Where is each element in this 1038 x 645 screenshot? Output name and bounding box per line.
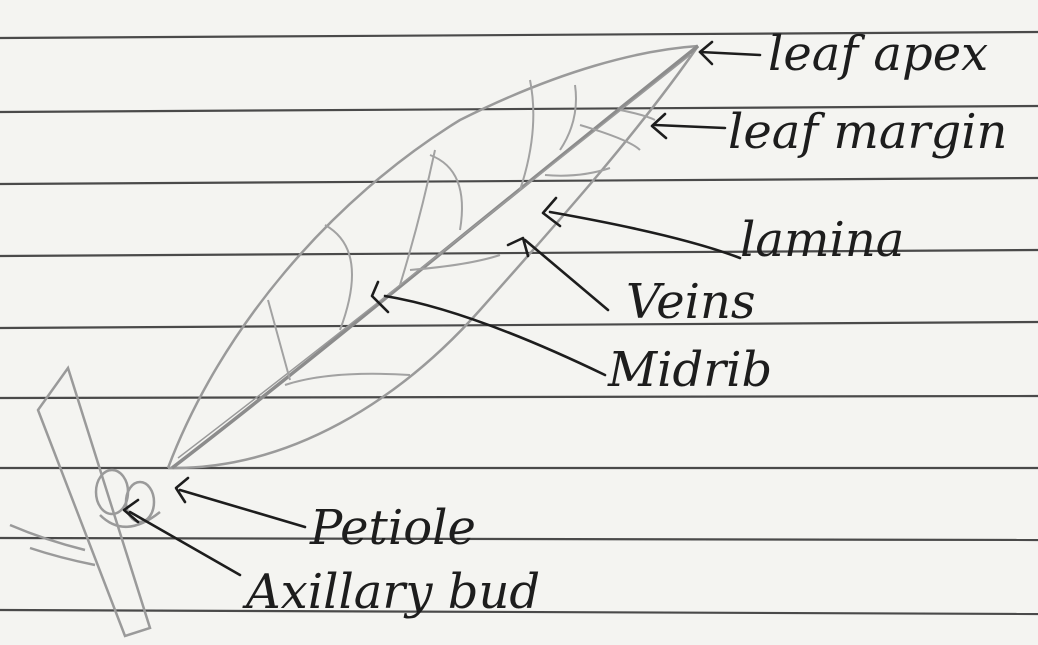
stem — [10, 368, 150, 636]
label-axillary-bud: Axillary bud — [242, 564, 540, 620]
leaf-margin-arrow — [652, 114, 725, 138]
axillary-bud-drawing — [96, 470, 160, 527]
label-leaf-apex: leaf apex — [768, 26, 988, 82]
leaf-apex-arrow — [700, 42, 760, 64]
midrib-arrow — [372, 282, 605, 375]
label-veins: Veins — [626, 274, 756, 330]
label-lamina: lamina — [740, 212, 904, 268]
lamina-arrow — [543, 198, 740, 258]
veins-arrow — [508, 238, 608, 310]
label-leaf-margin: leaf margin — [728, 104, 1007, 160]
label-petiole: Petiole — [309, 500, 476, 556]
petiole-arrow — [176, 478, 305, 527]
rule-line — [0, 178, 1038, 184]
label-midrib: Midrib — [607, 342, 772, 398]
rule-line — [0, 538, 1038, 540]
rule-line — [0, 322, 1038, 328]
rule-line — [0, 396, 1038, 398]
